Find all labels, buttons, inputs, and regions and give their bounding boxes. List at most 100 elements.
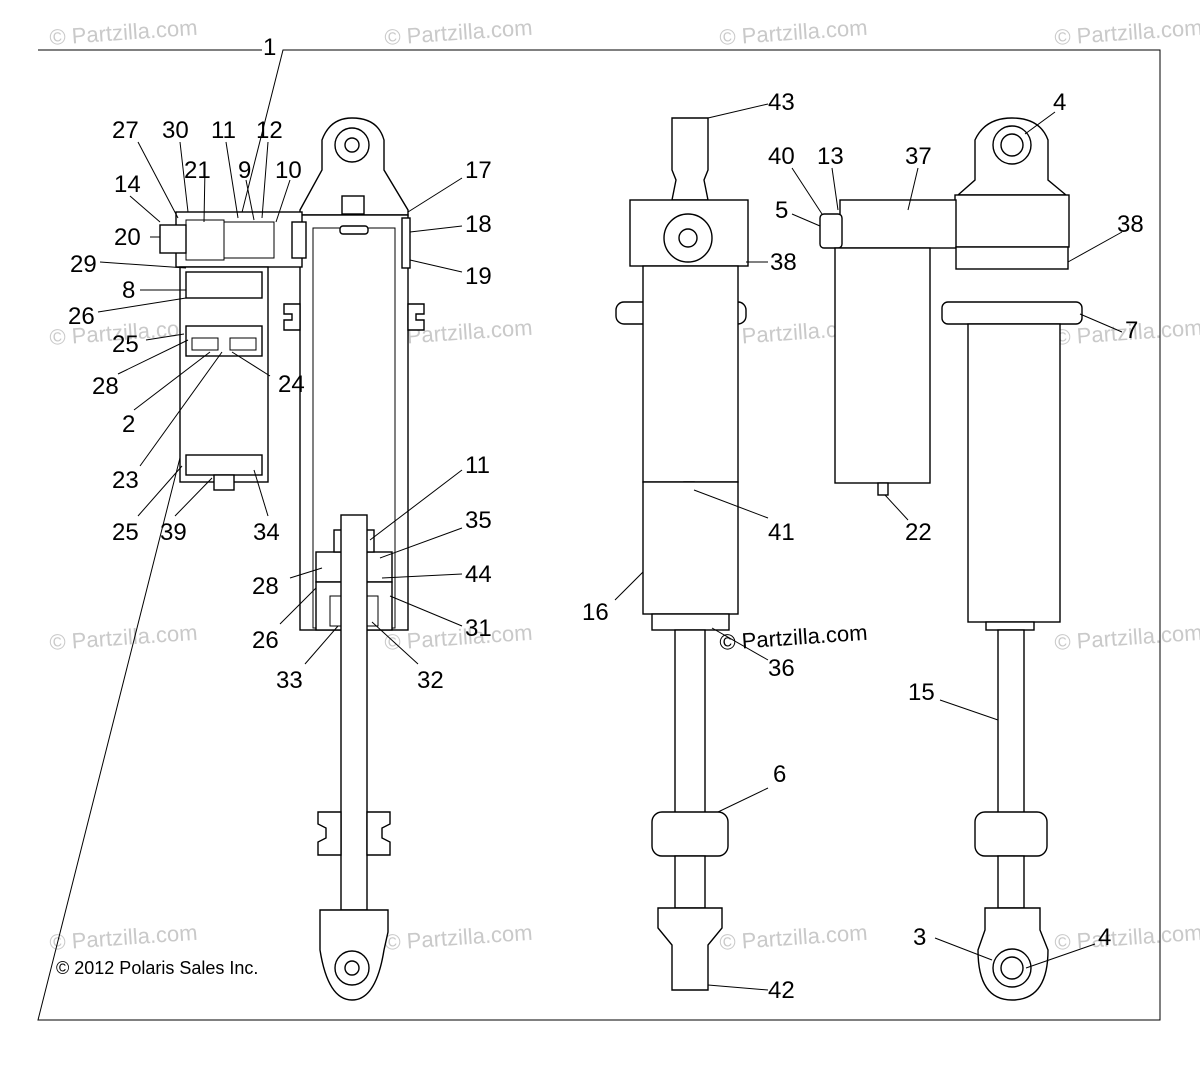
callout-label: 37 <box>905 143 932 170</box>
reservoir-end-cap <box>185 454 263 476</box>
body-cap <box>954 194 1070 248</box>
adjuster-knob <box>819 213 843 249</box>
callout-label: 38 <box>1117 211 1144 238</box>
copyright-text: © 2012 Polaris Sales Inc. <box>56 958 258 978</box>
callout-label: 24 <box>278 371 305 398</box>
seal-ring <box>401 217 411 269</box>
bottom-eye-bore <box>344 960 360 976</box>
watermark-text: © Partzilla.com <box>1054 15 1200 50</box>
callout-label: 12 <box>256 117 283 144</box>
callout-label: 44 <box>465 561 492 588</box>
callout-label: 6 <box>773 761 786 788</box>
callout-label: 32 <box>417 667 444 694</box>
callout-label: 18 <box>465 211 492 238</box>
reservoir-port <box>339 225 369 235</box>
callout-label: 26 <box>68 303 95 330</box>
callout-label: 33 <box>276 667 303 694</box>
callout-label: 20 <box>114 224 141 251</box>
top-mount-clevis <box>671 117 709 201</box>
top-eye-bushing <box>1000 133 1024 157</box>
callout-label: 2 <box>122 411 135 438</box>
top-bleed-screw <box>341 195 365 215</box>
callout-label: 39 <box>160 519 187 546</box>
callout-label: 15 <box>908 679 935 706</box>
main-body <box>642 481 739 615</box>
shock-section-view <box>283 117 425 1001</box>
bump-stop-left <box>317 811 342 856</box>
reservoir-hose-head <box>839 199 957 249</box>
shock-side-view <box>615 117 749 991</box>
callout-label: 11 <box>211 117 236 144</box>
spring-collar-tab-left <box>283 303 301 331</box>
watermark-text: © Partzilla.com <box>384 920 534 955</box>
callout-label: 4 <box>1098 924 1111 951</box>
reservoir-cap <box>185 271 263 299</box>
callout-label: 42 <box>768 977 795 1004</box>
callout-label: 3 <box>913 924 926 951</box>
shaft <box>997 629 1025 816</box>
callout-labels: 1 27 30 11 12 14 21 9 10 20 29 8 26 25 2… <box>68 34 1144 1004</box>
bump-stop <box>651 811 729 857</box>
callout-label: 36 <box>768 655 795 682</box>
callout-label: 5 <box>775 197 788 224</box>
callout-label: 29 <box>70 251 97 278</box>
callout-label: 13 <box>817 143 844 170</box>
callout-label: 16 <box>582 599 609 626</box>
callout-label: 4 <box>1053 89 1066 116</box>
crossover-ring <box>955 246 1069 270</box>
callout-label: 40 <box>768 143 795 170</box>
end-cap <box>651 613 730 631</box>
callout-label: 35 <box>465 507 492 534</box>
ifp-piston <box>185 325 263 357</box>
piston-seal <box>229 337 257 351</box>
bottom-eye-bushing <box>1000 956 1024 980</box>
watermark-text: © Partzilla.com <box>1054 920 1200 955</box>
callout-label: 25 <box>112 519 139 546</box>
callout-label: 19 <box>465 263 492 290</box>
callout-label: 28 <box>252 573 279 600</box>
valve-cap <box>291 221 307 259</box>
shock-rear-view <box>819 117 1083 1001</box>
leader-lines <box>97 103 1123 991</box>
callout-label: 10 <box>275 157 302 184</box>
callout-label: 8 <box>122 277 135 304</box>
watermark-text: © Partzilla.com <box>384 15 534 50</box>
watermark-text: © Partzilla.com <box>49 620 199 655</box>
callout-label: 17 <box>465 157 492 184</box>
callout-label: 43 <box>768 89 795 116</box>
bottom-mount-clevis <box>657 907 723 991</box>
callout-label: 1 <box>263 34 276 61</box>
callout-label: 28 <box>92 373 119 400</box>
callout-label: 27 <box>112 117 139 144</box>
callout-label: 14 <box>114 171 141 198</box>
callout-label: 30 <box>162 117 189 144</box>
reservoir-body <box>834 247 931 484</box>
reservoir-valve <box>877 482 889 496</box>
watermark-stamp: © Partzilla.com <box>719 620 869 655</box>
top-eye-bore <box>344 137 360 153</box>
schrader-valve <box>213 474 235 491</box>
callout-label: 41 <box>768 519 795 546</box>
callout-label: 11 <box>465 452 490 479</box>
callout-label: 23 <box>112 467 139 494</box>
reservoir-body <box>642 265 739 483</box>
watermark-text: © Partzilla.com <box>719 15 869 50</box>
reservoir-tube <box>179 266 269 483</box>
spring-collar-tab-right <box>407 303 425 331</box>
spring-preload-ring <box>941 301 1083 325</box>
diagram-frame <box>37 49 1161 1021</box>
callout-label: 9 <box>238 157 251 184</box>
piston-seal <box>191 337 219 351</box>
top-eye-mount <box>299 117 409 216</box>
compression-valve <box>223 221 275 259</box>
reservoir-section-view <box>159 211 307 491</box>
bump-stop-right <box>366 811 391 856</box>
callout-label: 22 <box>905 519 932 546</box>
callout-label: 21 <box>184 157 211 184</box>
lower-shaft <box>674 855 706 909</box>
callout-label: 7 <box>1125 317 1138 344</box>
watermark-text: © Partzilla.com <box>1054 620 1200 655</box>
end-cap <box>985 621 1035 631</box>
